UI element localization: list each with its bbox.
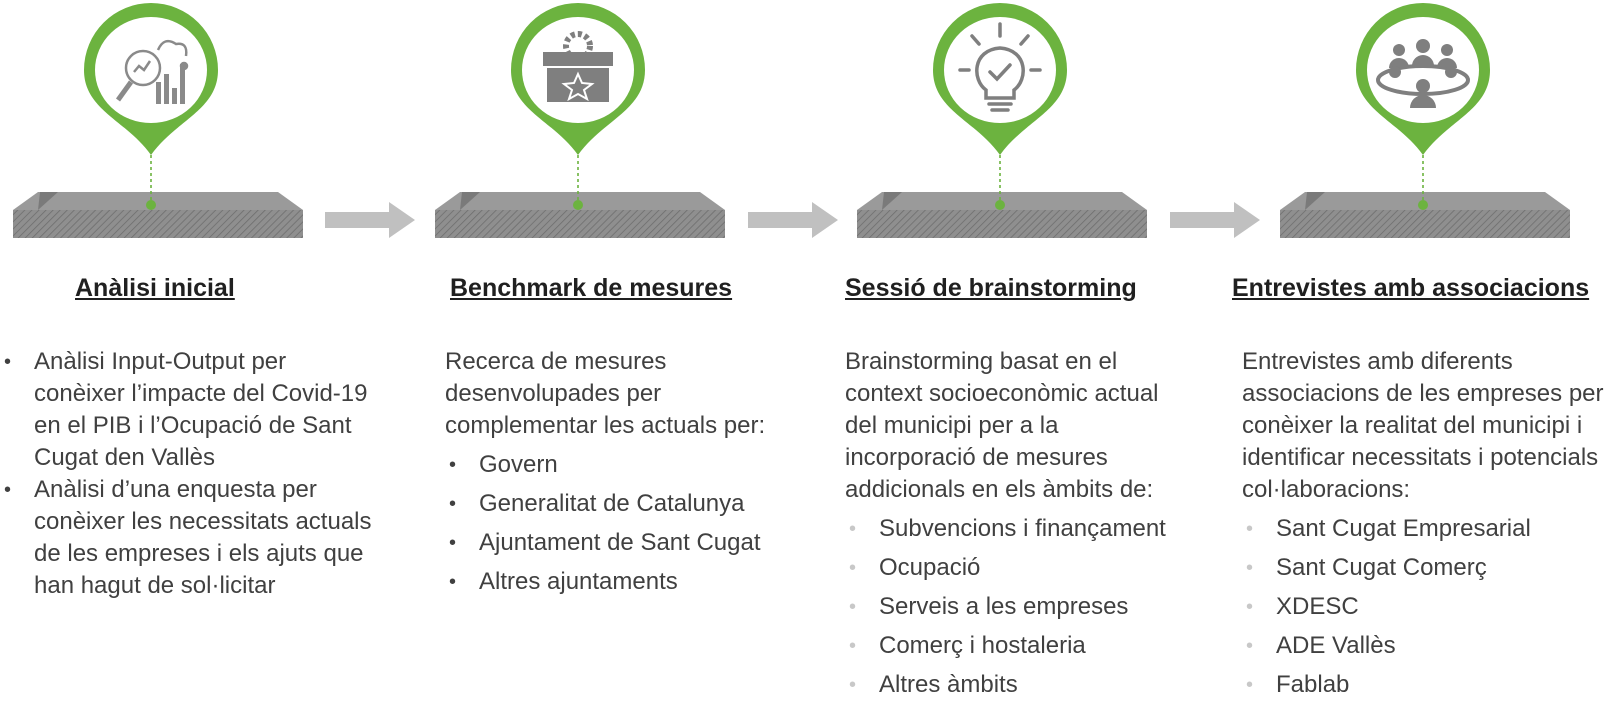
stage-title: Anàlisi inicial [75,274,235,302]
list-item: Ajuntament de Sant Cugat [445,527,805,559]
map-pin [84,3,218,210]
stage-1-graphic [8,0,308,260]
toolbox-star-icon [543,31,613,102]
list-item: Fablab [1242,669,1621,701]
map-pin [933,2,1067,210]
list-item: Comerç i hostaleria [845,630,1195,662]
stage-intro: Brainstorming basat en el context socioe… [845,348,1159,503]
list-item: Altres àmbits [845,669,1195,701]
list-item: Govern [445,449,805,481]
map-pin [1356,2,1490,210]
stage-title: Sessió de brainstorming [845,274,1137,302]
stage-3-graphic [852,0,1152,260]
arrow-1 [325,200,417,240]
list-item: Ocupació [845,552,1195,584]
list-item: Anàlisi Input-Output per conèixer l’impa… [0,346,380,474]
stage-title: Benchmark de mesures [450,274,733,302]
platform-slab [857,192,1147,238]
list-item: Sant Cugat Comerç [1242,552,1621,584]
stage-title: Entrevistes amb associacions [1232,274,1590,302]
list-item: ADE Vallès [1242,630,1621,662]
platform-slab [13,192,303,238]
stage-2-graphic [430,0,730,260]
lightbulb-check-icon [958,22,1042,112]
list-item: Anàlisi d’una enquesta per conèixer les … [0,474,380,602]
list-item: Generalitat de Catalunya [445,488,805,520]
stage-4-graphic [1275,0,1575,260]
meeting-group-icon [1376,39,1470,108]
stage-intro: Recerca de mesures desenvolupades per co… [445,348,766,439]
data-analysis-icon [115,39,189,104]
platform-slab [435,192,725,238]
stage-intro: Entrevistes amb diferents associacions d… [1242,348,1604,503]
list-item: Serveis a les empreses [845,591,1195,623]
arrow-2 [748,200,840,240]
list-item: Subvencions i finançament [845,513,1195,545]
list-item: XDESC [1242,591,1621,623]
platform-slab [1280,192,1570,238]
list-item: Sant Cugat Empresarial [1242,513,1621,545]
arrow-3 [1170,200,1262,240]
list-item: Altres ajuntaments [445,566,805,598]
